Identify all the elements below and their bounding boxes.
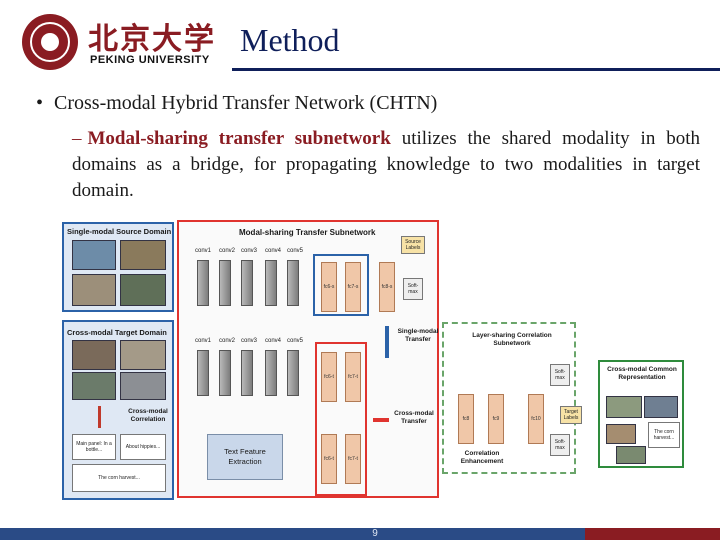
conv-label: conv1: [195, 338, 212, 344]
bullet-highlight: Modal-sharing transfer subnetwork: [87, 128, 391, 149]
conv-label: conv1: [195, 248, 212, 254]
bullet-level2: –Modal-sharing transfer subnetwork utili…: [72, 126, 700, 204]
target-photo: [120, 340, 166, 370]
conv-layer: [287, 350, 299, 396]
conv-label: conv2: [219, 248, 236, 254]
footer-bar-red: [585, 528, 720, 540]
conv-layer: [241, 350, 253, 396]
conv-layer: [197, 260, 209, 306]
target-photo: [72, 340, 116, 370]
fc-layer: fc7-s: [345, 262, 361, 312]
fc-layer: fc7-t: [345, 434, 361, 484]
conv-label: conv4: [265, 248, 282, 254]
conv-layer: [241, 260, 253, 306]
text-snippet: The corn harvest...: [648, 422, 680, 448]
corr-fc-layer: fc8: [458, 394, 474, 444]
shared-fc-frame: [313, 254, 369, 316]
corr-fc-layer: fc9: [488, 394, 504, 444]
text-snippet: Main panel: In a bottle...: [72, 434, 116, 460]
source-photo: [120, 240, 166, 270]
fc-layer: fc6-t: [321, 352, 337, 402]
fc-layer: fc7-t: [345, 352, 361, 402]
target-photo: [72, 372, 116, 400]
conv-label: conv3: [241, 248, 258, 254]
target-domain-panel: Cross-modal Target Domain Cross-modal Co…: [62, 320, 174, 500]
layer-sharing-title: Layer-sharing Correlation Subnetwork: [472, 332, 552, 347]
softmax-box: Soft-max: [550, 364, 570, 386]
bullet-dot: •: [36, 92, 44, 114]
conv-label: conv5: [287, 338, 304, 344]
chtn-architecture-figure: Single-modal Source Domain Cross-modal T…: [62, 220, 688, 502]
conv-label: conv4: [265, 338, 282, 344]
single-modal-transfer-label: Single-modal Transfer: [397, 328, 439, 343]
source-domain-panel: Single-modal Source Domain: [62, 222, 174, 312]
representation-photo: [606, 424, 636, 444]
source-photo: [72, 274, 116, 306]
source-photo: [120, 274, 166, 306]
single-modal-transfer-arrow: [385, 326, 389, 358]
softmax-box: Soft-max: [550, 434, 570, 456]
bullet-level1: • Cross-modal Hybrid Transfer Network (CH…: [36, 92, 437, 115]
fc-layer: fc6-s: [321, 262, 337, 312]
text-snippet: The corn harvest...: [72, 464, 166, 492]
conv-label: conv3: [241, 338, 258, 344]
university-logo-chinese: 北京大学: [88, 22, 216, 57]
representation-photo: [616, 446, 646, 464]
correlation-enhancement-label: Correlation Enhancement: [460, 450, 504, 465]
conv-label: conv2: [219, 338, 236, 344]
footer-bar-blue: [0, 528, 585, 540]
correlation-arrow: [98, 406, 101, 428]
common-representation-label: Cross-modal Common Representation: [607, 366, 677, 381]
source-domain-label: Single-modal Source Domain: [67, 227, 172, 236]
layer-sharing-subnetwork: Layer-sharing Correlation Subnetwork fc8…: [442, 322, 576, 474]
text-feature-extraction-box: Text Feature Extraction: [207, 434, 283, 480]
common-representation-panel: Cross-modal Common Representation The co…: [598, 360, 684, 468]
modal-sharing-subnetwork: Modal-sharing Transfer Subnetwork conv1 …: [177, 220, 439, 498]
fc-layer: fc6-t: [321, 434, 337, 484]
fc-layer: fc8-s: [379, 262, 395, 312]
bullet-level2-text: utilizes the shared modality in both dom…: [72, 128, 701, 201]
target-domain-label: Cross-modal Target Domain: [67, 328, 167, 337]
bullet-dash: –: [72, 128, 82, 149]
representation-photo: [644, 396, 678, 418]
cross-modal-transfer-label: Cross-modal Transfer: [394, 410, 434, 425]
page-number: 9: [372, 528, 378, 539]
university-seal-icon: [22, 14, 78, 70]
conv-layer: [287, 260, 299, 306]
university-logo-english: PEKING UNIVERSITY: [90, 54, 210, 66]
cross-modal-correlation-label: Cross-modal Correlation: [128, 408, 168, 423]
target-photo: [120, 372, 166, 400]
conv-label: conv5: [287, 248, 304, 254]
text-snippet: About hippies...: [120, 434, 166, 460]
header-divider: [232, 68, 720, 71]
conv-layer: [197, 350, 209, 396]
source-photo: [72, 240, 116, 270]
conv-layer: [265, 350, 277, 396]
bullet-level1-text: Cross-modal Hybrid Transfer Network (CHT…: [54, 92, 438, 114]
modal-sharing-title: Modal-sharing Transfer Subnetwork: [239, 228, 376, 237]
conv-layer: [219, 350, 231, 396]
softmax-box: Soft-max: [403, 278, 423, 300]
cross-modal-transfer-arrow: [373, 418, 389, 422]
corr-fc-layer: fc10: [528, 394, 544, 444]
conv-layer: [219, 260, 231, 306]
source-labels-box: Source Labels: [401, 236, 425, 254]
target-fc-frame: [315, 342, 367, 496]
representation-photo: [606, 396, 642, 418]
conv-layer: [265, 260, 277, 306]
slide-title: Method: [240, 22, 340, 58]
target-labels-box: Target Labels: [560, 406, 582, 424]
